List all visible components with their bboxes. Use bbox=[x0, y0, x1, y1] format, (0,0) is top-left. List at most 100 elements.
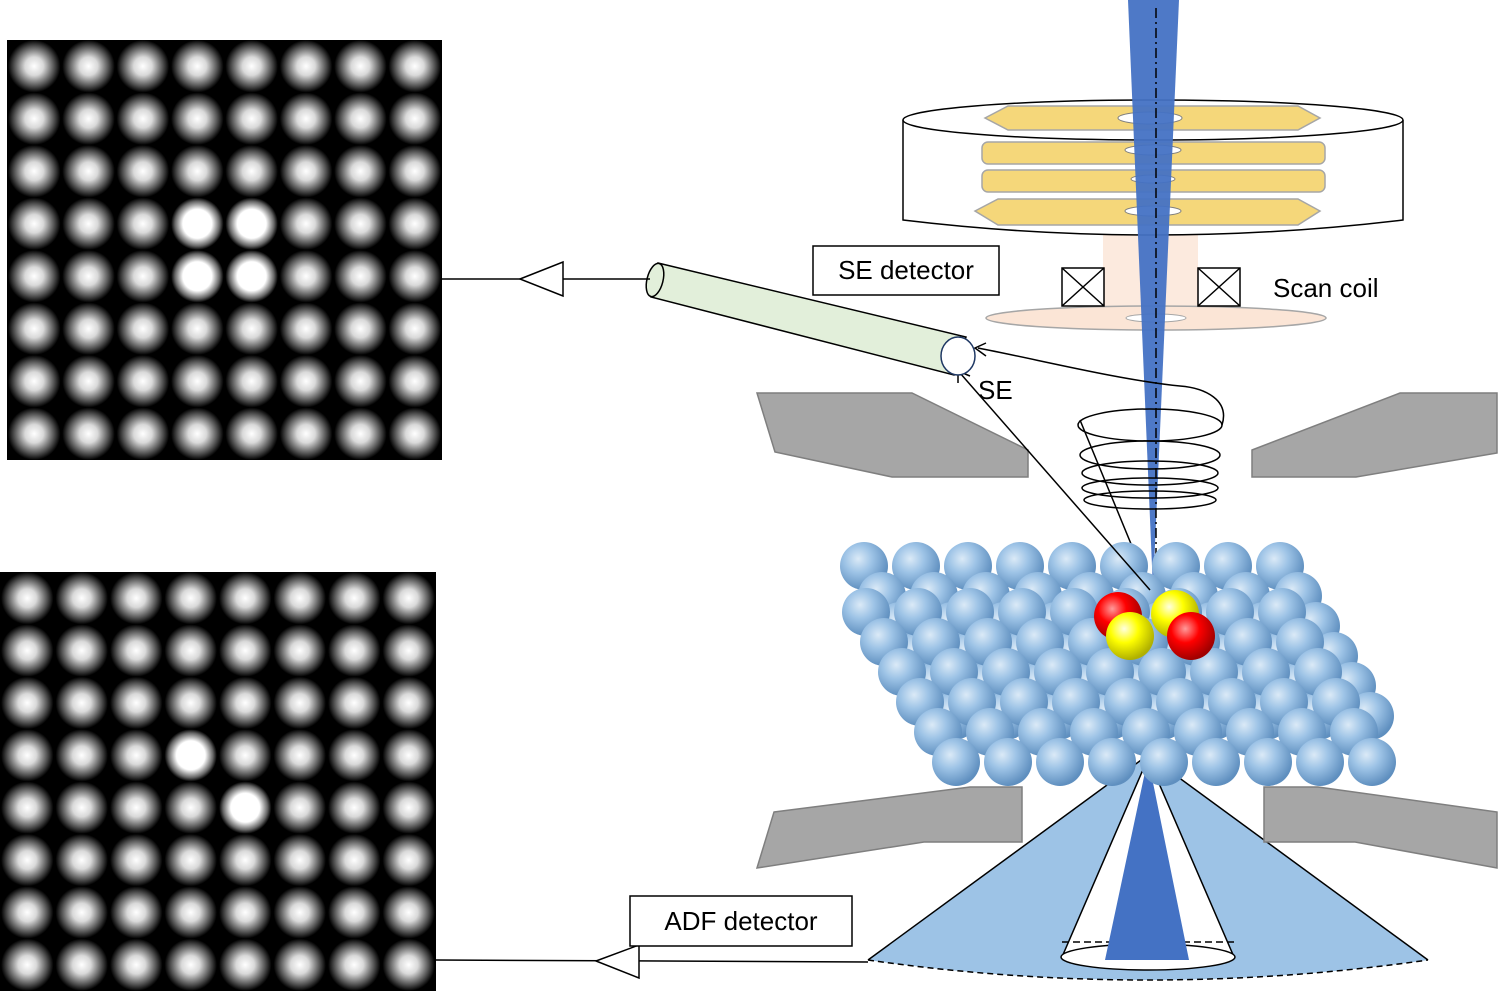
adf-detector-label: ADF detector bbox=[664, 906, 818, 936]
adf-image-spot bbox=[382, 833, 435, 887]
se-image-spot bbox=[116, 355, 170, 408]
se-image-spot bbox=[116, 302, 170, 355]
adf-image-spot bbox=[164, 781, 217, 834]
substrate-atom bbox=[1192, 738, 1240, 786]
se-image-spot bbox=[62, 197, 115, 250]
se-image-spot bbox=[388, 197, 442, 250]
adf-image-spot bbox=[219, 572, 272, 625]
adf-image-spot bbox=[382, 624, 435, 677]
adf-image-spot bbox=[55, 624, 108, 677]
se-image-spot bbox=[171, 302, 224, 355]
se-image-spot bbox=[279, 145, 333, 198]
adf-image-spot bbox=[273, 729, 326, 782]
adf-image-spot bbox=[1, 572, 54, 625]
se-image-spot bbox=[171, 40, 224, 93]
adf-image-spot bbox=[328, 572, 381, 625]
se-image-spot bbox=[334, 197, 387, 250]
se-detector-label-box: SE detector bbox=[812, 245, 1000, 296]
adf-image-spot bbox=[273, 833, 326, 887]
adf-image-spot bbox=[164, 624, 217, 677]
se-image-spots bbox=[7, 40, 442, 460]
adf-image-spot bbox=[110, 886, 163, 939]
adf-image-bright-spot bbox=[219, 781, 272, 834]
se-image-spot bbox=[388, 407, 442, 460]
adf-image-spot bbox=[110, 729, 163, 782]
se-image-spot bbox=[334, 407, 387, 460]
adf-image-spot bbox=[164, 938, 217, 991]
se-image-spot bbox=[279, 355, 333, 408]
se-image-spot bbox=[7, 302, 61, 355]
se-image-spot bbox=[279, 407, 333, 460]
se-image-spot bbox=[116, 145, 170, 198]
adf-image-spot bbox=[328, 938, 381, 991]
adf-image-spot bbox=[1, 938, 54, 991]
scan-coil-box-left bbox=[1061, 267, 1105, 307]
se-image-spot bbox=[334, 355, 387, 408]
adf-image-spot bbox=[55, 729, 108, 782]
se-image-spot bbox=[116, 40, 170, 93]
adf-image-spot bbox=[219, 624, 272, 677]
adf-image-spot bbox=[110, 624, 163, 677]
adf-image-spot bbox=[164, 833, 217, 887]
adf-image-spot bbox=[328, 676, 381, 730]
se-image-spot bbox=[334, 250, 387, 303]
substrate-atom bbox=[1244, 738, 1292, 786]
adf-image-spot bbox=[219, 833, 272, 887]
adf-image-spot bbox=[328, 624, 381, 677]
se-image-spot bbox=[7, 145, 61, 198]
adf-image-spot bbox=[1, 676, 54, 730]
se-image-spot bbox=[225, 40, 278, 93]
se-image-spot bbox=[279, 40, 333, 93]
adf-image-spot bbox=[55, 781, 108, 834]
substrate-atom bbox=[1296, 738, 1344, 786]
se-image-spot bbox=[388, 40, 442, 93]
se-image-spot bbox=[388, 250, 442, 303]
substrate-atom bbox=[1348, 738, 1396, 786]
red-atom bbox=[1167, 612, 1215, 660]
adf-image-spots bbox=[1, 572, 435, 991]
se-detector-label: SE detector bbox=[838, 255, 974, 285]
adf-image-spot bbox=[219, 729, 272, 782]
upper-pole-piece-left bbox=[755, 392, 1029, 478]
se-image-bright-spot bbox=[225, 250, 278, 303]
se-image-spot bbox=[116, 197, 170, 250]
se-image-spot bbox=[171, 407, 224, 460]
adf-image-spot bbox=[273, 676, 326, 730]
se-image-bright-spot bbox=[171, 197, 224, 250]
adf-image-spot bbox=[164, 572, 217, 625]
se-image-spot bbox=[279, 197, 333, 250]
adf-image-spot bbox=[219, 886, 272, 939]
se-image-spot bbox=[7, 250, 61, 303]
adf-image-spot bbox=[273, 938, 326, 991]
substrate-atom bbox=[1140, 738, 1188, 786]
se-image-spot bbox=[62, 407, 115, 460]
lower-pole-piece-right bbox=[1263, 786, 1498, 869]
se-image-spot bbox=[279, 250, 333, 303]
se-image-spot bbox=[171, 145, 224, 198]
adf-image-spot bbox=[1, 729, 54, 782]
se-image-spot bbox=[62, 355, 115, 408]
adf-image-spot bbox=[328, 729, 381, 782]
se-image-spot bbox=[7, 197, 61, 250]
se-image-spot bbox=[225, 302, 278, 355]
adf-image-spot bbox=[273, 781, 326, 834]
se-label: SE bbox=[978, 375, 1013, 405]
se-image-spot bbox=[7, 92, 61, 145]
adf-image-spot bbox=[55, 938, 108, 991]
se-image-spot bbox=[62, 92, 115, 145]
adf-detector-label-box: ADF detector bbox=[629, 895, 853, 947]
se-image-spot bbox=[62, 250, 115, 303]
adf-image-spot bbox=[382, 729, 435, 782]
se-image-spot bbox=[388, 92, 442, 145]
adf-signal-arrow bbox=[435, 943, 869, 980]
se-image-spot bbox=[116, 92, 170, 145]
adf-image-spot bbox=[328, 886, 381, 939]
se-image-spot bbox=[279, 302, 333, 355]
adf-image-spot bbox=[110, 781, 163, 834]
se-signal-arrow bbox=[442, 260, 650, 298]
adf-image-bright-spot bbox=[164, 729, 217, 782]
se-image-spot bbox=[62, 302, 115, 355]
adf-image-spot bbox=[219, 676, 272, 730]
se-image-spot bbox=[388, 355, 442, 408]
se-image-spot bbox=[334, 145, 387, 198]
